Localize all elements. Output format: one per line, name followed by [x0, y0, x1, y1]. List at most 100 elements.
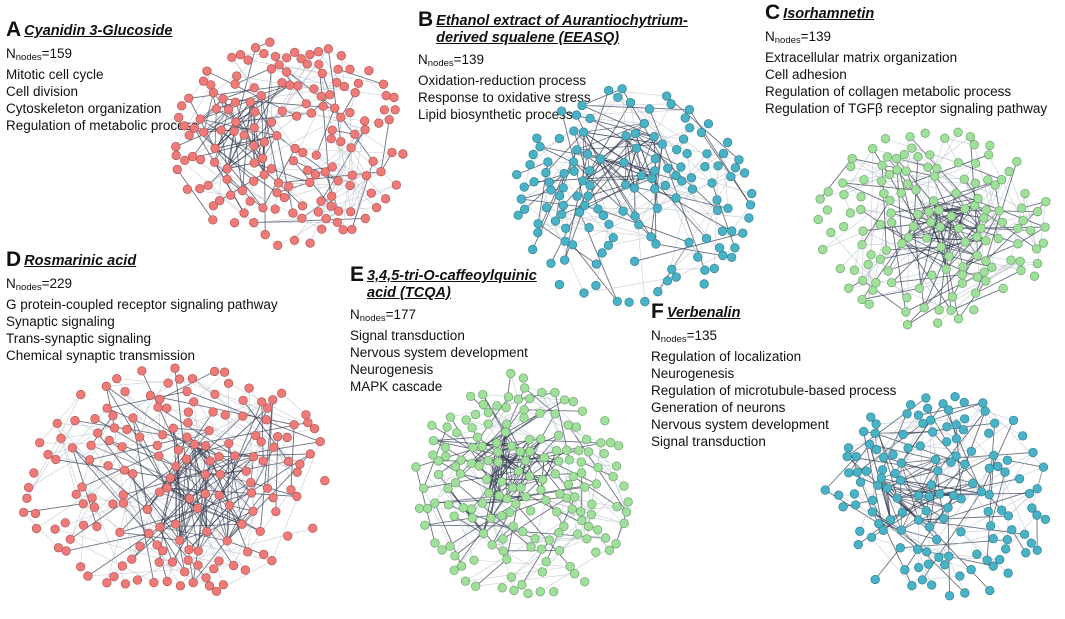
interaction-edge — [851, 158, 902, 194]
protein-node — [449, 565, 459, 575]
protein-node — [895, 475, 906, 486]
protein-node — [923, 559, 934, 569]
protein-node — [928, 196, 939, 206]
protein-node — [747, 188, 757, 199]
interaction-edge — [886, 459, 936, 489]
interaction-edge — [39, 394, 82, 443]
protein-node — [591, 280, 601, 291]
protein-node — [985, 585, 995, 596]
protein-node — [739, 168, 750, 178]
protein-node — [224, 500, 235, 511]
protein-node — [326, 201, 336, 211]
protein-node — [142, 504, 153, 515]
node-count: Nnodes=159 — [6, 46, 73, 63]
protein-node — [214, 556, 224, 566]
interaction-edge — [175, 465, 251, 483]
interaction-edge — [475, 573, 575, 587]
protein-node — [617, 84, 627, 94]
interaction-edge — [901, 419, 932, 464]
interaction-edge — [284, 129, 366, 198]
protein-node — [251, 430, 261, 441]
protein-node — [934, 305, 944, 315]
protein-node — [946, 457, 956, 467]
protein-node — [120, 386, 130, 397]
protein-node — [222, 174, 232, 185]
protein-node — [951, 188, 961, 198]
protein-node — [173, 445, 184, 455]
protein-node — [182, 432, 192, 442]
protein-node — [554, 133, 564, 144]
interaction-edge — [1007, 459, 1044, 468]
interaction-edge — [72, 408, 108, 449]
interaction-edge — [81, 486, 121, 533]
protein-node — [890, 468, 900, 479]
interaction-edge — [573, 130, 591, 171]
interaction-edge — [962, 260, 1021, 284]
protein-node — [934, 489, 945, 499]
protein-node — [189, 397, 199, 407]
protein-node — [43, 449, 53, 460]
protein-node — [625, 97, 636, 108]
interaction-edge — [930, 419, 972, 452]
protein-node — [877, 160, 887, 170]
protein-node — [290, 47, 300, 58]
interaction-edge — [179, 459, 187, 541]
protein-node — [1032, 510, 1042, 520]
protein-node — [948, 490, 959, 501]
protein-node — [584, 447, 594, 457]
protein-node — [441, 451, 451, 461]
protein-node — [257, 397, 267, 407]
protein-node — [285, 80, 295, 90]
protein-node — [585, 165, 595, 176]
protein-node — [118, 498, 129, 508]
interaction-edge — [189, 455, 236, 499]
node-count: Nnodes=177 — [350, 307, 417, 324]
interaction-edge — [635, 133, 653, 179]
panel-d-header: D Rosmarinic acid Nnodes=229 G protein-c… — [6, 249, 278, 364]
interaction-edge — [301, 195, 332, 219]
interaction-edge — [434, 466, 456, 504]
interaction-edge — [581, 88, 623, 106]
protein-node — [525, 159, 535, 170]
protein-node — [575, 207, 585, 217]
protein-node — [591, 547, 601, 557]
protein-node — [260, 229, 270, 240]
interaction-edge — [566, 442, 602, 451]
protein-node — [572, 145, 582, 155]
interaction-edge — [228, 407, 269, 444]
protein-node — [266, 64, 277, 74]
protein-node — [712, 205, 723, 215]
interaction-edge — [956, 455, 1008, 461]
protein-node — [984, 150, 994, 160]
protein-node — [955, 571, 965, 581]
interaction-edge — [539, 146, 578, 197]
protein-node — [942, 422, 952, 432]
protein-node — [886, 208, 896, 218]
protein-node — [218, 580, 228, 590]
protein-node — [581, 434, 592, 445]
protein-node — [384, 115, 394, 125]
protein-node — [345, 64, 355, 74]
protein-node — [137, 366, 147, 376]
protein-node — [903, 179, 913, 189]
protein-node — [649, 132, 659, 142]
interaction-edge — [988, 452, 1034, 512]
protein-node — [613, 92, 623, 102]
protein-node — [940, 560, 950, 570]
protein-node — [981, 256, 991, 266]
protein-node — [826, 227, 836, 238]
protein-node — [339, 81, 350, 92]
protein-node — [184, 93, 194, 103]
protein-node — [554, 279, 565, 290]
protein-node — [712, 195, 722, 205]
protein-node — [844, 283, 854, 293]
interaction-edge — [337, 68, 384, 85]
protein-node — [657, 139, 668, 149]
protein-node — [957, 278, 967, 288]
interaction-edge — [541, 392, 568, 451]
interaction-edge — [897, 497, 927, 512]
interaction-edge — [958, 162, 1002, 181]
protein-node — [978, 398, 988, 408]
protein-node — [391, 180, 402, 190]
protein-node — [281, 53, 292, 63]
